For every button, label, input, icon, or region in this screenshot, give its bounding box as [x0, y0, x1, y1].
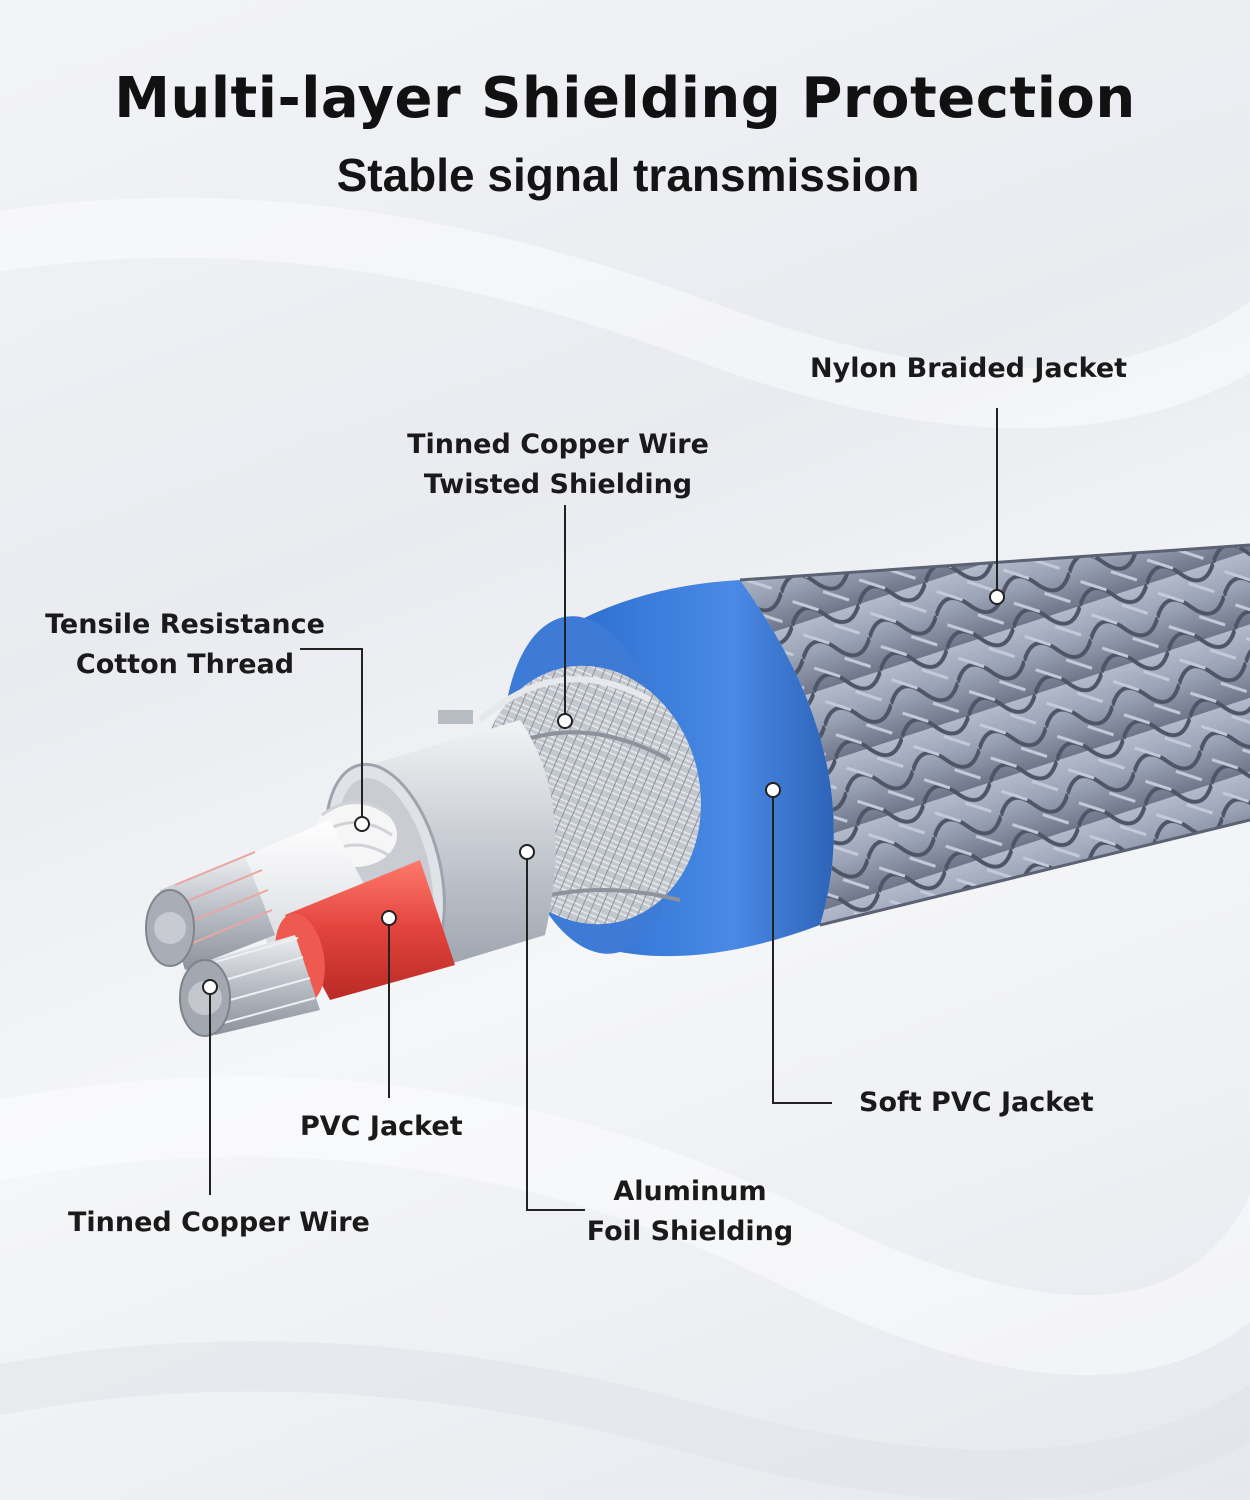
page-title: Multi-layer Shielding Protection	[114, 66, 1136, 131]
label-line-1: Aluminum	[613, 1176, 767, 1207]
label-soft-pvc-jacket: Soft PVC Jacket	[859, 1087, 1094, 1118]
leader-lines	[209, 408, 998, 1211]
label-aluminum-foil-shielding: Aluminum Foil Shielding	[570, 1172, 810, 1252]
label-tinned-copper-wire: Tinned Copper Wire	[68, 1207, 370, 1238]
label-pvc-jacket: PVC Jacket	[300, 1111, 463, 1142]
nylon-braided-jacket-shape	[739, 543, 1250, 927]
label-line-1: Tinned Copper Wire	[407, 429, 709, 460]
tinned-copper-wire-shape	[179, 935, 320, 1037]
label-tensile-resistance-cotton-thread: Tensile Resistance Cotton Thread	[30, 605, 340, 685]
label-line-2: Twisted Shielding	[423, 469, 693, 500]
marker-dots	[202, 589, 1005, 995]
page-subtitle: Stable signal transmission	[336, 149, 920, 201]
label-nylon-braided-jacket: Nylon Braided Jacket	[810, 353, 1128, 384]
label-line-1: Tensile Resistance	[45, 609, 325, 640]
white-wire-shape	[145, 820, 375, 970]
label-tinned-copper-wire-twisted-shielding: Tinned Copper Wire Twisted Shielding	[398, 425, 718, 505]
label-line-2: Foil Shielding	[586, 1216, 794, 1247]
label-line-2: Cotton Thread	[75, 649, 295, 680]
